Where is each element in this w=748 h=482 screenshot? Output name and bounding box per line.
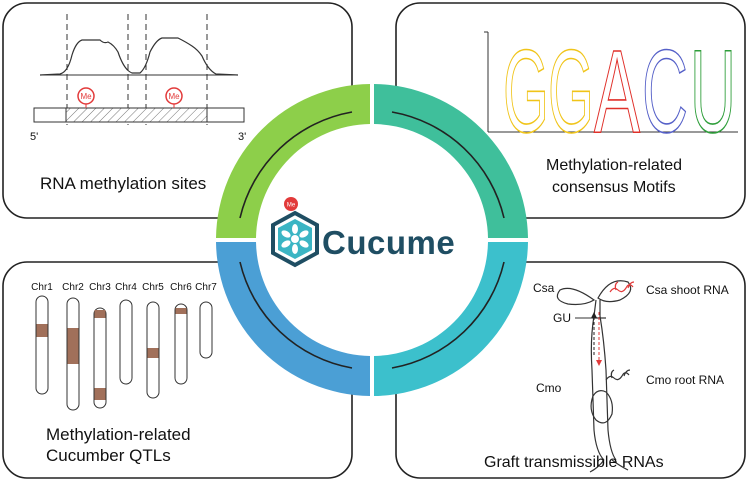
ring-segment-cyan (374, 242, 528, 396)
chromosome-7 (199, 301, 213, 359)
chromosome-label: Chr7 (195, 282, 217, 293)
csa-shoot-rna-label: Csa shoot RNA (646, 283, 729, 297)
panel-graft-rnas: Csa GU Cmo Csa shoot RNA Cmo root RNA Gr… (484, 280, 729, 473)
qtl-band (36, 324, 48, 337)
logo-me-badge-text: Me (287, 203, 296, 209)
csa-shoot-rna-icon (609, 281, 635, 293)
cmo-root-rna-label: Cmo root RNA (646, 373, 724, 387)
center-ring (216, 84, 528, 396)
ring-line-top-left (239, 111, 353, 219)
ring-segment-green (216, 84, 370, 238)
qtl-band (175, 308, 187, 314)
motif-letter-a: A (594, 26, 640, 158)
panel-rna-methylation-sites: Me Me 5' 3' RNA methylation sites (30, 14, 246, 193)
panel-title: Graft transmissible RNAs (484, 454, 664, 471)
qtl-band (147, 348, 159, 358)
methylated-region-hatch (65, 107, 208, 123)
chromosome-1 (35, 295, 49, 395)
logo-text: Cucume (322, 224, 455, 261)
ring-line-bottom-right (391, 261, 505, 369)
csa-label: Csa (533, 281, 555, 295)
signal-peaks (39, 37, 239, 76)
gu-label: GU (553, 311, 571, 325)
motif-letter-u: U (690, 26, 736, 158)
panel-title-line2: Cucumber QTLs (46, 446, 171, 465)
panel-title-line2: consensus Motifs (552, 179, 676, 196)
ring-segment-teal (374, 84, 528, 238)
qtl-band (94, 388, 106, 400)
ring-segment-blue (216, 242, 370, 396)
three-prime-label: 3' (238, 131, 246, 143)
chromosome-label: Chr4 (115, 282, 137, 293)
me-marker-label: Me (80, 92, 92, 101)
me-marker-icon (77, 87, 95, 105)
five-prime-label: 5' (30, 131, 38, 143)
chromosome-label: Chr6 (170, 282, 192, 293)
me-marker-icon (165, 87, 183, 105)
chromosome-label: Chr2 (62, 282, 84, 293)
panel-title: RNA methylation sites (40, 174, 206, 193)
chromosome-4 (119, 299, 133, 385)
logo-flower-icon (281, 224, 309, 254)
logo-hexagon-icon (271, 210, 319, 268)
cucume-logo: Me Cucume (271, 197, 455, 268)
chromosome-label: Chr3 (89, 282, 111, 293)
ring-line-top-right (391, 111, 505, 219)
logo-me-badge-icon (284, 197, 298, 211)
panel-title-line1: Methylation-related (546, 157, 682, 174)
chromosome-label: Chr5 (142, 282, 164, 293)
motif-letter-g: G (548, 26, 594, 158)
grafted-plant-icon (556, 280, 632, 473)
chromosome-label: Chr1 (31, 282, 53, 293)
chromosome-6 (174, 303, 188, 385)
motif-letter-g: G (503, 26, 549, 158)
ring-white-base (218, 86, 526, 394)
chromosome-3 (93, 307, 107, 409)
cmo-label: Cmo (536, 381, 562, 395)
qtl-band (94, 310, 106, 318)
me-marker-label: Me (168, 92, 180, 101)
qtl-band (67, 328, 79, 364)
cmo-root-rna-icon (605, 369, 631, 381)
panel-title-line1: Methylation-related (46, 425, 191, 444)
ring-line-bottom-left (239, 261, 353, 369)
motif-letter-c: C (642, 26, 688, 158)
